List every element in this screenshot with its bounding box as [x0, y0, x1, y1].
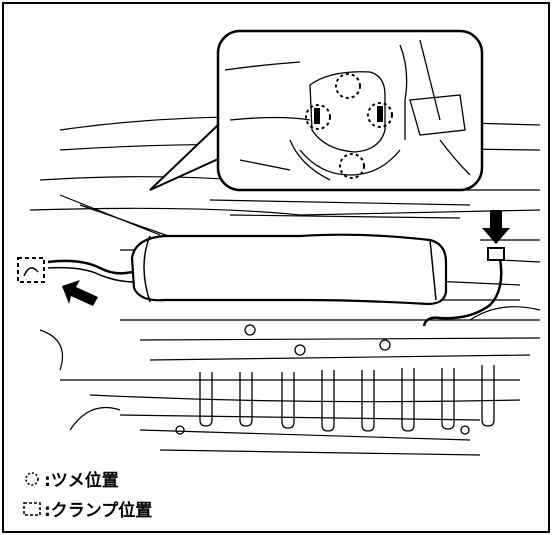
- clamp-position-icon: [23, 501, 41, 516]
- air-duct-cover: [130, 233, 448, 306]
- lower-panel-ribs: [199, 365, 495, 432]
- right-clamp: [487, 247, 505, 261]
- claw-marker-right: [367, 102, 393, 128]
- left-clamp-marker: [17, 257, 45, 283]
- left-clamp-detail: [23, 267, 39, 277]
- legend-clamp-label: :クランプ位置: [44, 501, 153, 521]
- claw-markers: [305, 73, 393, 179]
- claw-position-icon: [25, 471, 39, 486]
- legend-claw-label: :ツメ位置: [44, 471, 119, 491]
- claw-centers: [314, 106, 383, 124]
- arrow-up-left-icon: [62, 280, 98, 306]
- inset-line-art: [224, 39, 471, 181]
- legend-clamp-row: :クランプ位置: [22, 496, 152, 521]
- inset-detail-view: [216, 29, 484, 192]
- left-wire-harness: [47, 259, 133, 275]
- bolts: [175, 324, 470, 435]
- engine-bay-lines: [29, 116, 541, 456]
- left-wire-harness-2: [47, 266, 135, 283]
- arrow-down-icon: [482, 210, 510, 244]
- claw-marker-bottom: [339, 153, 365, 179]
- claw-marker-left: [305, 104, 331, 130]
- duct-rear-line: [429, 239, 437, 301]
- claw-marker-top: [335, 73, 361, 99]
- duct-edge-line: [143, 235, 151, 303]
- right-wire-harness: [422, 257, 503, 327]
- inset-pointer: [149, 124, 239, 191]
- legend-claw-row: :ツメ位置: [22, 466, 119, 491]
